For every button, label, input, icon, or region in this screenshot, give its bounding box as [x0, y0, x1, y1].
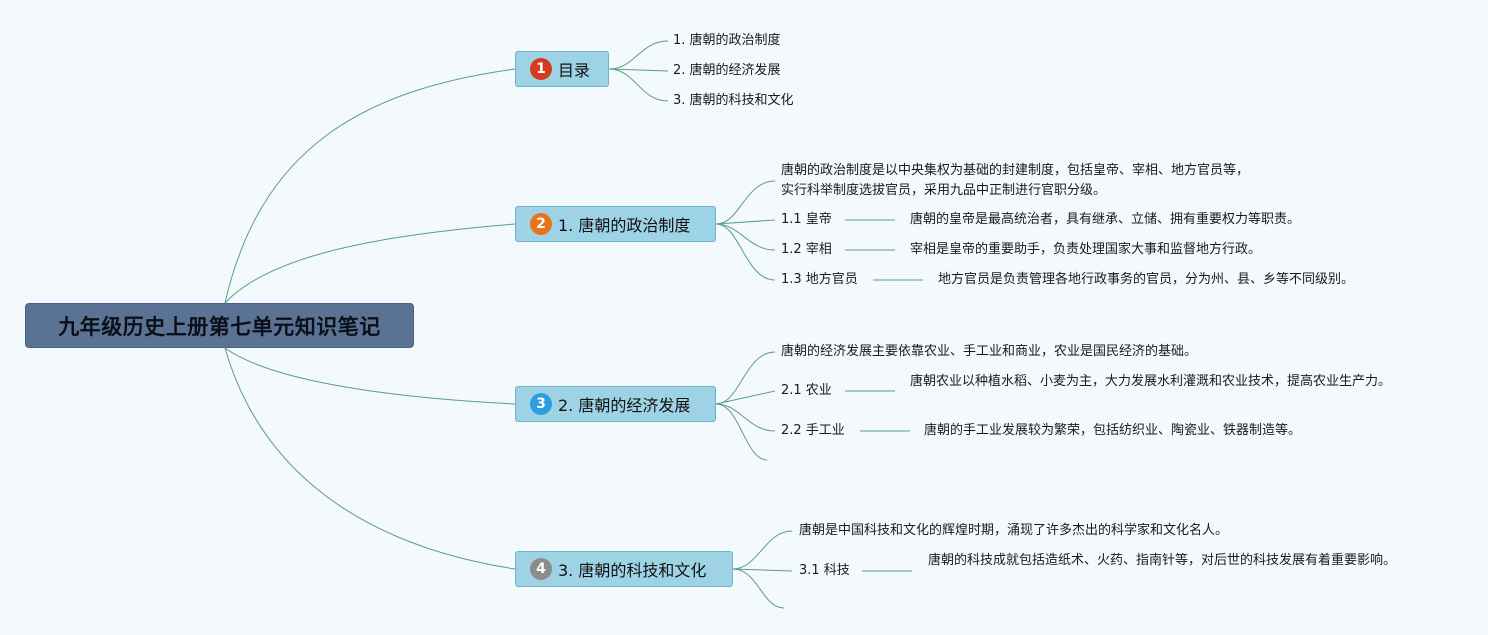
subtopic-label[interactable]: 3.1 科技: [799, 563, 850, 578]
toc-item[interactable]: 3. 唐朝的科技和文化: [673, 93, 794, 108]
topic-intro[interactable]: 唐朝是中国科技和文化的辉煌时期，涌现了许多杰出的科学家和文化名人。: [799, 523, 1229, 538]
edge-root-b3: [224, 347, 516, 405]
edge-b4-s1: [732, 568, 793, 572]
subtopic-label[interactable]: 1.3 地方官员: [781, 272, 858, 287]
branch-number-badge: 4: [530, 558, 552, 580]
topic-intro[interactable]: 唐朝的经济发展主要依靠农业、手工业和商业，农业是国民经济的基础。: [781, 344, 1198, 359]
subtopic-label[interactable]: 1.1 皇帝: [781, 212, 832, 227]
branch-toc[interactable]: 1 目录: [515, 51, 609, 87]
toc-item[interactable]: 2. 唐朝的经济发展: [673, 63, 781, 78]
edge-b3-s2: [715, 403, 776, 432]
subtopic-desc[interactable]: 唐朝的手工业发展较为繁荣，包括纺织业、陶瓷业、铁器制造等。: [924, 423, 1302, 438]
edge-b1-i1: [608, 40, 669, 70]
subtopic-desc[interactable]: 地方官员是负责管理各地行政事务的官员，分为州、县、乡等不同级别。: [938, 272, 1355, 287]
branch-politics[interactable]: 2 1. 唐朝的政治制度: [515, 206, 716, 242]
edge-b2-s3: [715, 223, 776, 281]
subtopic-desc[interactable]: 唐朝的皇帝是最高统治者，具有继承、立储、拥有重要权力等职责。: [910, 212, 1301, 227]
root-title: 九年级历史上册第七单元知识笔记: [58, 314, 381, 339]
subtopic-desc[interactable]: 唐朝农业以种植水稻、小麦为主，大力发展水利灌溉和农业技术，提高农业生产力。: [910, 374, 1392, 389]
edge-b1-i2: [608, 68, 669, 72]
edge-b4-empty: [732, 568, 785, 609]
toc-item[interactable]: 1. 唐朝的政治制度: [673, 33, 781, 48]
edge-b1-i3: [608, 68, 669, 102]
branch-number-badge: 1: [530, 58, 552, 80]
subtopic-label[interactable]: 2.2 手工业: [781, 423, 845, 438]
edge-b4-intro: [732, 530, 793, 570]
subtopic-label[interactable]: 1.2 宰相: [781, 242, 832, 257]
edge-b3-intro: [715, 351, 776, 405]
branch-economy[interactable]: 3 2. 唐朝的经济发展: [515, 386, 716, 422]
branch-title: 目录: [558, 61, 591, 80]
edge-root-b2: [224, 223, 516, 304]
branch-number-badge: 3: [530, 393, 552, 415]
edge-b3-s1: [715, 390, 776, 405]
branch-title: 3. 唐朝的科技和文化: [558, 561, 707, 580]
edge-b2-intro: [715, 180, 776, 225]
subtopic-desc[interactable]: 宰相是皇帝的重要助手，负责处理国家大事和监督地方行政。: [910, 242, 1262, 257]
edge-b3-empty: [715, 403, 768, 461]
branch-number-badge: 2: [530, 213, 552, 235]
branch-title: 1. 唐朝的政治制度: [558, 216, 691, 235]
edge-b2-s2: [715, 223, 776, 251]
edge-b2-s1: [715, 219, 776, 225]
branch-science-culture[interactable]: 4 3. 唐朝的科技和文化: [515, 551, 733, 587]
edge-root-b1: [224, 68, 516, 304]
subtopic-desc[interactable]: 唐朝的科技成就包括造纸术、火药、指南针等，对后世的科技发展有着重要影响。: [928, 553, 1397, 568]
subtopic-label[interactable]: 2.1 农业: [781, 383, 832, 398]
topic-intro[interactable]: 唐朝的政治制度是以中央集权为基础的封建制度，包括皇帝、宰相、地方官员等，实行科举…: [781, 163, 1250, 198]
root-topic[interactable]: 九年级历史上册第七单元知识笔记: [25, 303, 414, 348]
branch-title: 2. 唐朝的经济发展: [558, 396, 691, 415]
edge-root-b4: [224, 347, 516, 570]
